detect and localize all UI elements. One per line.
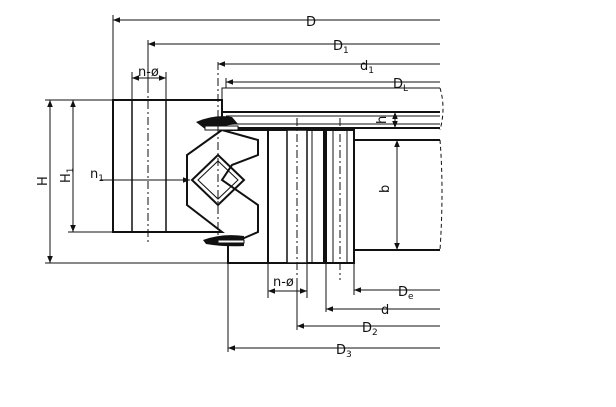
outer-ring bbox=[112, 85, 225, 245]
label-H1: H1 bbox=[59, 167, 76, 183]
dimension-lines bbox=[47, 17, 440, 351]
label-De: De bbox=[398, 285, 414, 302]
label-D: D bbox=[306, 15, 316, 30]
label-top-holes: n-ø bbox=[138, 65, 159, 80]
label-b: b bbox=[378, 185, 393, 193]
roller bbox=[190, 62, 246, 240]
top-flange bbox=[221, 87, 444, 131]
label-D3: D3 bbox=[336, 343, 352, 360]
dimension-labels: D D1 d1 DL h b H H1 n1 De d D2 D3 n-ø n-… bbox=[36, 15, 414, 360]
label-H: H bbox=[36, 176, 51, 186]
label-D1: D1 bbox=[333, 39, 349, 56]
seals bbox=[196, 116, 245, 247]
label-bottom-holes: n-ø bbox=[273, 275, 294, 290]
label-DL: DL bbox=[393, 77, 408, 94]
inner-ring bbox=[220, 118, 443, 280]
label-h: h bbox=[375, 116, 390, 124]
label-n1: n1 bbox=[90, 167, 104, 184]
label-d: d bbox=[381, 303, 389, 318]
label-D2: D2 bbox=[362, 321, 378, 338]
label-d1: d1 bbox=[360, 59, 374, 76]
